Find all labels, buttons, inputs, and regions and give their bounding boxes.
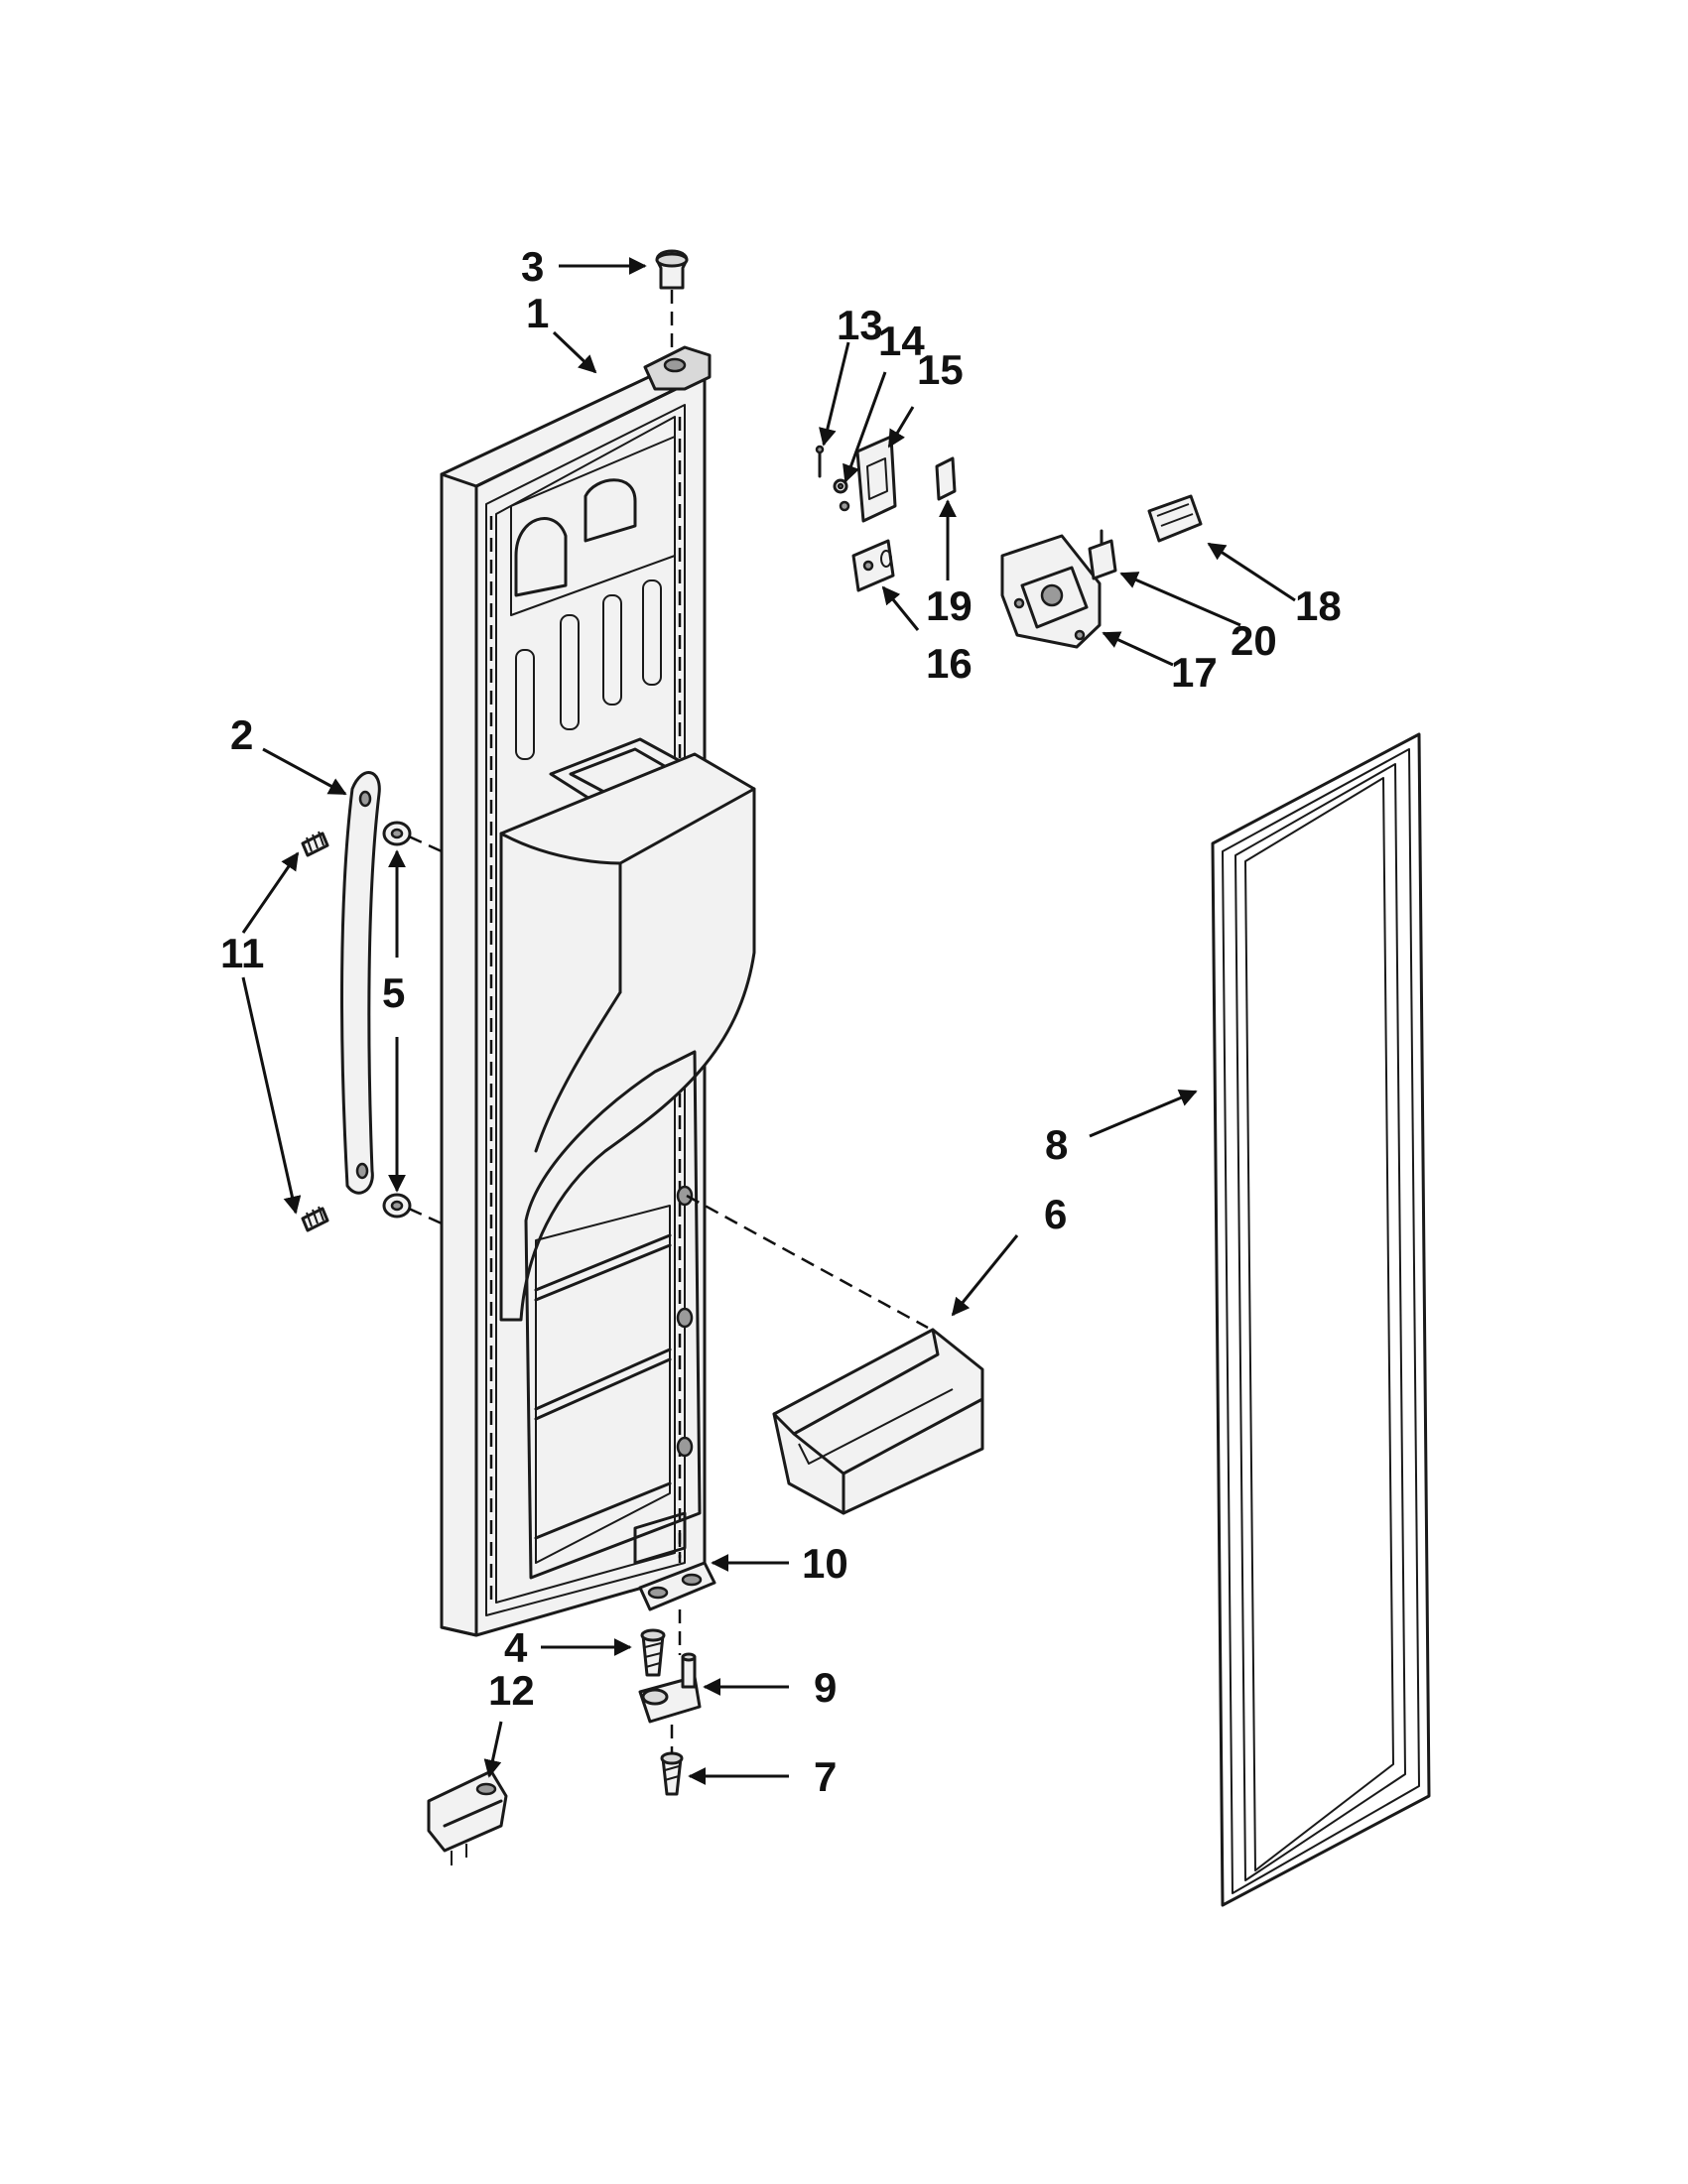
callout-16: 16 (926, 640, 973, 687)
hinge-bolt[interactable] (660, 1751, 684, 1796)
callout-7: 7 (814, 1753, 837, 1800)
handle-screws[interactable] (301, 831, 329, 1232)
callout-20: 20 (1231, 617, 1277, 664)
callout-17: 17 (1171, 649, 1218, 696)
top-hinge-pin[interactable] (655, 249, 689, 290)
callout-13: 13 (837, 302, 883, 348)
callout-14: 14 (878, 318, 925, 364)
callout-5: 5 (382, 969, 405, 1016)
dispenser-nut[interactable] (833, 478, 850, 512)
dispenser-pad[interactable] (935, 456, 957, 501)
callout-2: 2 (230, 711, 253, 758)
callout-18: 18 (1295, 582, 1342, 629)
callout-3: 3 (521, 243, 544, 290)
door-handle[interactable] (340, 771, 381, 1195)
hinge-cover[interactable] (427, 1769, 508, 1865)
callout-11: 11 (220, 930, 264, 976)
callout-6: 6 (1044, 1191, 1067, 1237)
dispenser-screw[interactable] (815, 445, 825, 478)
door-assembly[interactable] (440, 345, 756, 1637)
control-board[interactable] (1147, 494, 1203, 543)
spacer-guide-top (408, 835, 443, 853)
callout-19: 19 (926, 582, 973, 629)
lower-hinge[interactable] (638, 1652, 702, 1724)
door-bin[interactable] (772, 1328, 984, 1515)
callout-8: 8 (1045, 1121, 1068, 1168)
callout-15: 15 (917, 346, 964, 393)
callout-4: 4 (504, 1624, 528, 1671)
hinge-screw[interactable] (640, 1628, 666, 1677)
dispenser-lever[interactable] (855, 435, 897, 523)
callout-10: 10 (802, 1540, 848, 1587)
leader-lines (241, 257, 1296, 1785)
control-housing[interactable] (1000, 534, 1102, 649)
door-gasket[interactable] (1211, 732, 1431, 1907)
callout-1: 1 (526, 290, 549, 336)
bottom-hinge-bracket[interactable] (638, 1561, 716, 1611)
bin-guide (686, 1194, 929, 1330)
callout-12: 12 (488, 1667, 535, 1714)
handle-spacers[interactable] (382, 821, 412, 1219)
control-switch[interactable] (1088, 529, 1117, 580)
callout-labels: 3 1 2 11 5 6 8 10 4 12 9 7 13 14 15 19 1… (220, 243, 1342, 1800)
spacer-guide-bottom (408, 1207, 443, 1225)
dispenser-switch-bracket[interactable] (851, 539, 895, 592)
callout-9: 9 (814, 1664, 837, 1711)
